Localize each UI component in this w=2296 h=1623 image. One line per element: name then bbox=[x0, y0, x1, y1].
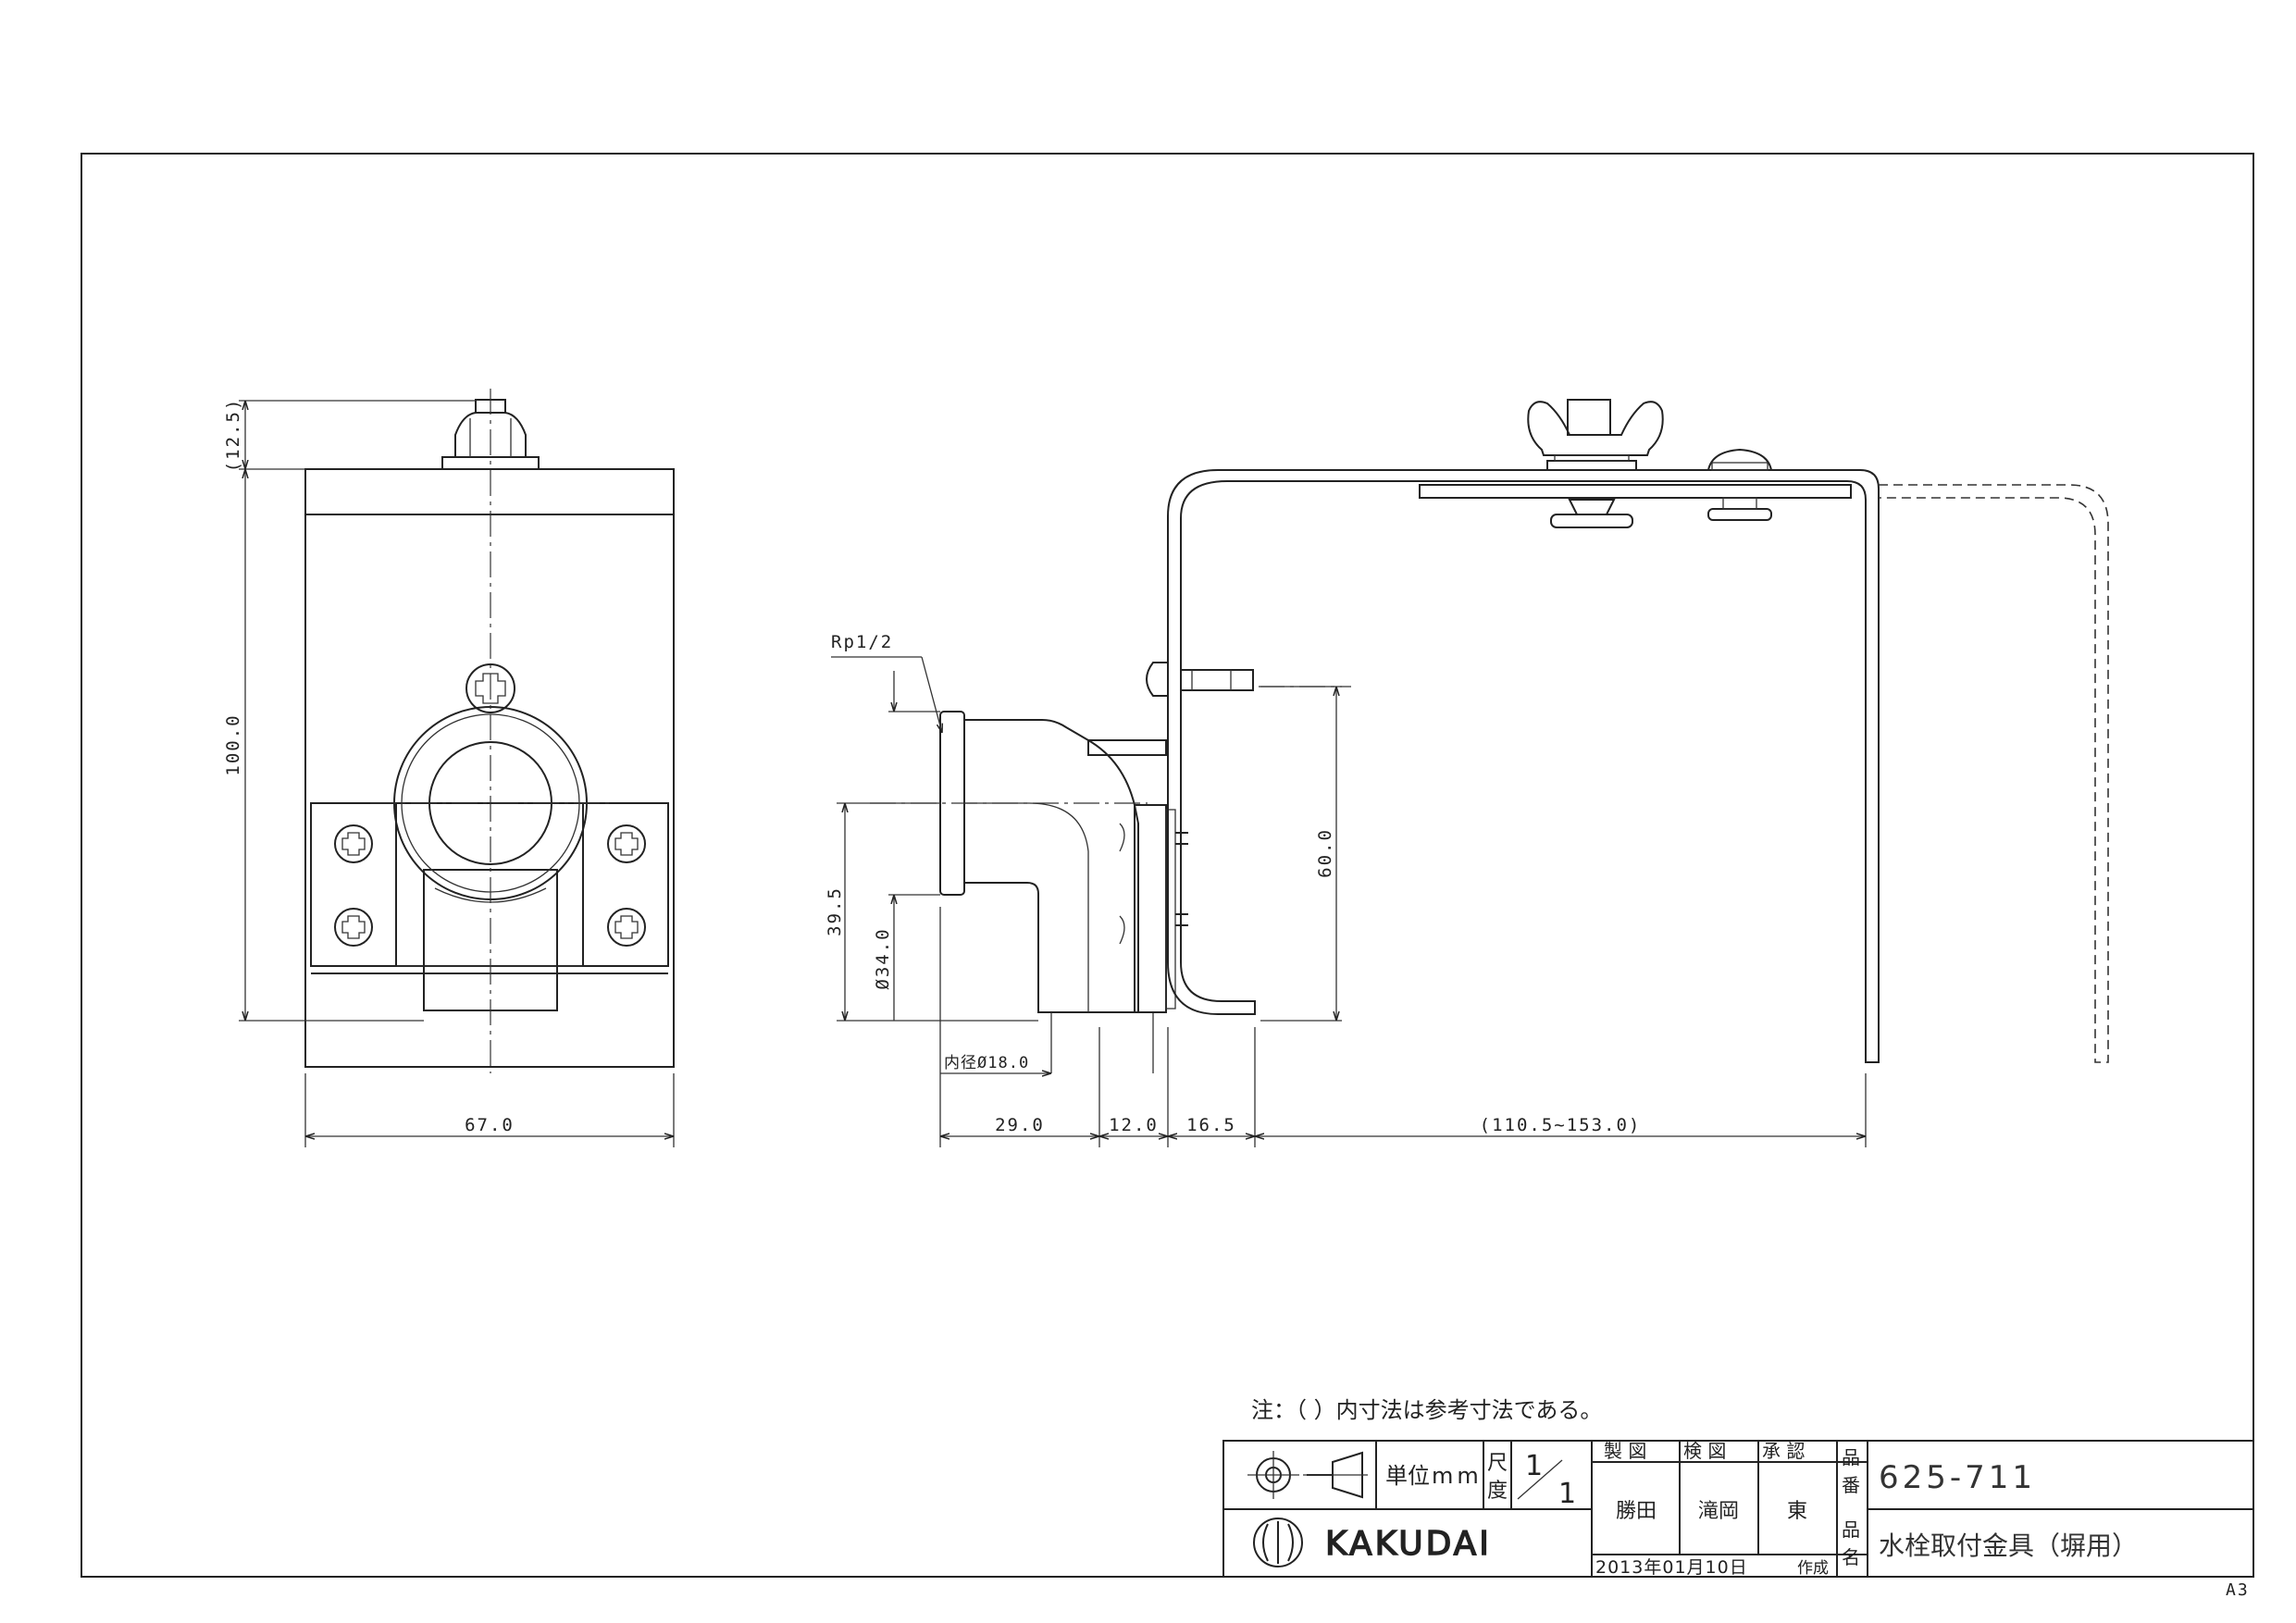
name-label: 品 bbox=[1842, 1518, 1860, 1541]
scale-numerator: 1 bbox=[1525, 1450, 1543, 1482]
dim-100: 100.0 bbox=[223, 713, 243, 775]
dim-29: 29.0 bbox=[995, 1115, 1045, 1135]
screw-icon bbox=[334, 824, 373, 863]
part-no-label: 番 bbox=[1842, 1474, 1860, 1496]
side-view: Rp1/2 39.5 Ø34.0 内径Ø18.0 60.0 29.0 12.0 … bbox=[825, 399, 2109, 1147]
checked-label: 検 図 bbox=[1683, 1440, 1726, 1462]
part-no-label: 品 bbox=[1842, 1446, 1860, 1468]
approved-by: 東 bbox=[1787, 1500, 1807, 1523]
reference-note: 注：（ ）内寸法は参考寸法である。 bbox=[1251, 1397, 1602, 1423]
checked-by: 滝岡 bbox=[1698, 1500, 1739, 1523]
dim-12: 12.0 bbox=[1109, 1115, 1159, 1135]
title-block: 単位 mm 尺 度 1 1 製 図 検 図 承 認 勝田 滝岡 東 品 番 62… bbox=[1222, 1440, 2254, 1578]
scale-label: 度 bbox=[1487, 1480, 1508, 1503]
kakudai-logo: KAKUDAI bbox=[1253, 1518, 1492, 1567]
bolt-icon bbox=[1707, 448, 1772, 521]
dim-range: (110.5~153.0) bbox=[1480, 1115, 1642, 1135]
dim-39-5: 39.5 bbox=[825, 886, 845, 936]
dim-inner-18: 内径Ø18.0 bbox=[944, 1054, 1029, 1072]
screw-icon bbox=[334, 908, 373, 947]
dim-67: 67.0 bbox=[465, 1115, 515, 1135]
made-by: 勝田 bbox=[1616, 1500, 1657, 1523]
label-thread: Rp1/2 bbox=[831, 632, 893, 652]
front-view: (12.5) 100.0 67.0 bbox=[223, 389, 675, 1147]
dim-16-5: 16.5 bbox=[1186, 1115, 1236, 1135]
dim-12-5: (12.5) bbox=[223, 398, 243, 473]
name-label: 名 bbox=[1842, 1546, 1860, 1568]
screw-icon bbox=[607, 908, 646, 947]
sheet-size: A3 bbox=[2226, 1580, 2250, 1600]
unit-value: mm bbox=[1432, 1463, 1483, 1489]
dim-60: 60.0 bbox=[1315, 828, 1335, 878]
drawing-border bbox=[81, 153, 2254, 1578]
dim-34: Ø34.0 bbox=[873, 927, 893, 989]
screw-icon bbox=[607, 824, 646, 863]
wing-nut-icon bbox=[1527, 399, 1664, 528]
scale-denominator: 1 bbox=[1558, 1478, 1576, 1510]
creation-date: 2013年01月10日 bbox=[1595, 1557, 1748, 1578]
brand-name: KAKUDAI bbox=[1325, 1525, 1492, 1563]
part-number: 625-711 bbox=[1879, 1459, 2036, 1496]
approved-label: 承 認 bbox=[1762, 1440, 1805, 1462]
screw-icon bbox=[1146, 662, 1254, 697]
creation-label: 作成 bbox=[1797, 1559, 1829, 1578]
projection-symbol-icon bbox=[1247, 1451, 1368, 1499]
product-name: 水栓取付金具（塀用） bbox=[1879, 1530, 2138, 1561]
made-by-label: 製 図 bbox=[1604, 1440, 1646, 1462]
scale-label: 尺 bbox=[1487, 1452, 1508, 1475]
unit-label: 単位 bbox=[1385, 1463, 1430, 1489]
